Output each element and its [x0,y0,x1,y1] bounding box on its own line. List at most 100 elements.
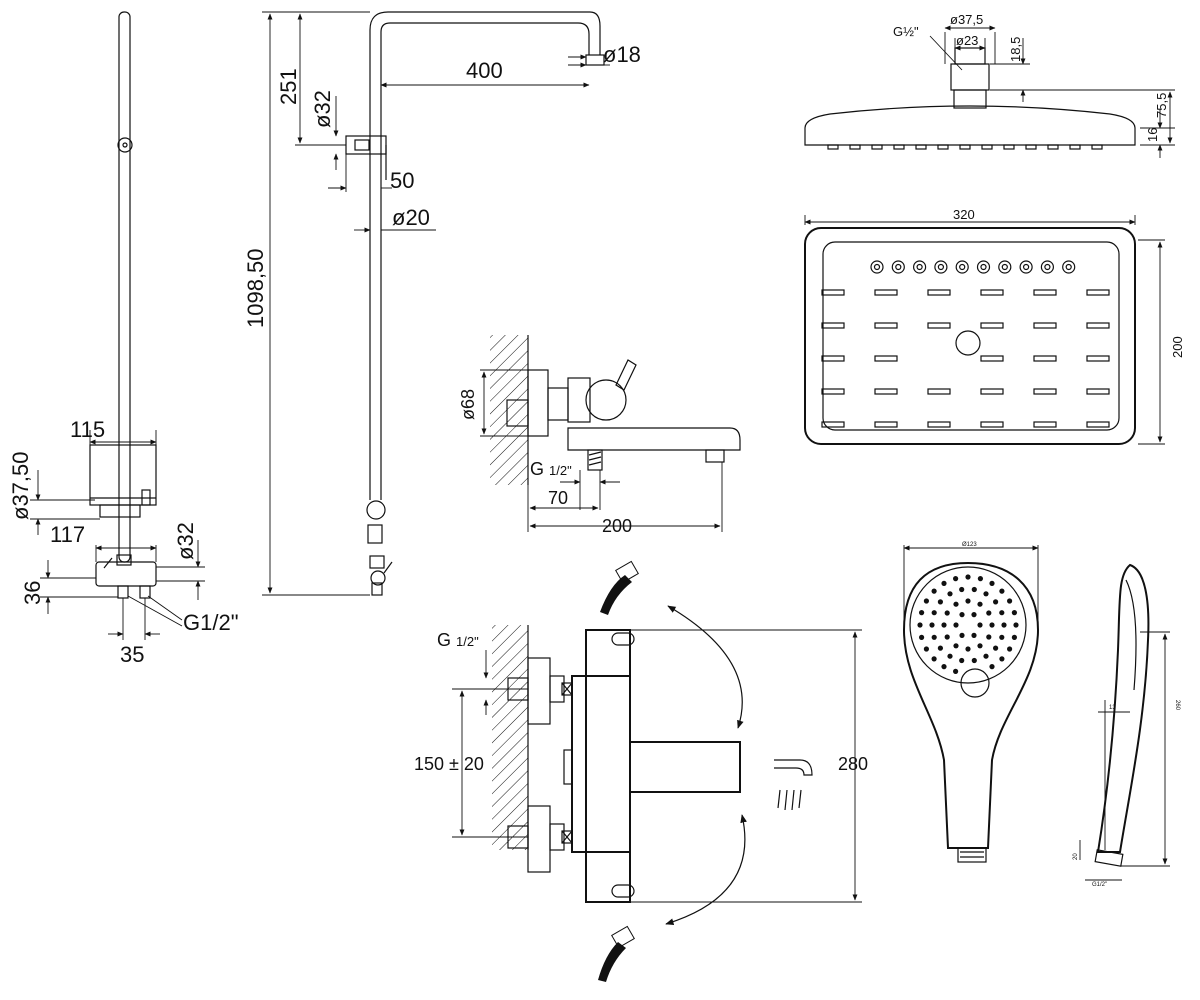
dim-115: 115 [70,417,105,442]
rain-head-nozzle-round [959,263,966,271]
rain-head-nozzle-slot [1086,289,1110,296]
mixer-front-view [452,560,862,982]
column-side-view [30,11,205,640]
rain-head-nozzle-round [1044,263,1051,271]
dim-diameter-20: ø20 [392,205,430,230]
dim-diameter-37-5: ø37,50 [8,452,33,521]
rain-head-nozzle-slot [821,355,845,362]
rain-head-nozzles-side [827,144,1103,150]
rain-head-nozzle-slot [980,388,1004,395]
dim-diameter-18: ø18 [603,42,641,67]
dim-16: 16 [1145,128,1160,142]
rain-head-nozzle-round [1062,260,1076,274]
hand-shower-nozzle [953,576,959,582]
rain-head-nozzle-slot [821,421,845,428]
hand-shower-nozzle [971,632,977,639]
hand-shower-nozzle [965,646,971,652]
rain-head-nozzle-slot [874,289,898,296]
hand-shower-nozzle [993,645,999,651]
hand-shower-nozzle [937,599,944,605]
rain-head-nozzle-slot [874,355,898,362]
dim-251: 251 [276,68,301,105]
rain-head-top-view [804,215,1165,445]
thread-label: G1/2" [183,610,239,635]
hand-shower-nozzle [986,610,992,616]
dim-diameter-68: ø68 [458,389,478,420]
dim-diameter-23: ø23 [956,33,978,48]
hand-shower-nozzle [923,598,930,604]
hand-shower-nozzle [1007,646,1013,652]
rain-head-nozzle-slot [1033,289,1057,296]
dim-150-20: 150 ± 20 [414,754,484,774]
hand-shower-side-view [1079,563,1170,881]
hand-shower-nozzle [989,580,995,587]
hand-shower-nozzle [1013,622,1019,628]
hand-shower-nozzle [971,586,977,593]
hand-shower-nozzles [917,574,1019,675]
rain-head-side-view [804,25,1175,158]
hand-shower-nozzle [953,668,959,675]
hand-shower-nozzle [993,599,999,605]
hand-shower-nozzle [959,657,965,664]
hand-shower-nozzle [1011,634,1018,641]
rain-thread-label: G½" [893,24,919,39]
hand-shower-nozzle [971,612,977,618]
dim-50: 50 [390,168,414,193]
rain-head-nozzle-round [955,260,969,274]
rain-head-nozzle-slot [1086,322,1110,329]
hand-shower-nozzle [953,622,959,628]
hand-shower-nozzle [917,622,923,628]
hand-shower-nozzle [941,664,947,670]
hand-shower-nozzle [944,634,950,640]
hand-shower-nozzle [931,610,937,616]
hand-shower-nozzle [959,586,965,593]
hand-shower-nozzle [929,622,935,628]
rain-head-nozzle-round [873,263,881,271]
dim-1098-50: 1098,50 [243,248,268,328]
rain-head-nozzle-slot [1033,421,1057,428]
rain-head-nozzle-round [1065,263,1072,271]
hand-shower-nozzle [977,643,983,649]
rain-head-nozzle-slot [874,421,898,428]
dim-70: 70 [548,488,568,508]
spout-side-view [480,335,741,532]
rain-head-nozzle-round [1040,260,1055,274]
spout-thread-fraction: 1/2" [549,463,572,478]
dim-260: 260 [1174,700,1180,711]
rain-head-nozzle-slot [821,388,845,395]
hand-shower-nozzle [947,591,953,597]
dim-200-spout: 200 [602,516,632,536]
rain-head-nozzle-slot [821,289,845,296]
dim-75-5: 75,5 [1154,93,1169,118]
mixer-thread-fraction: 1/2" [456,634,479,649]
rain-head-nozzles [821,260,1110,428]
rain-head-nozzle-slot [1086,421,1110,428]
dim-200-rain: 200 [1170,336,1185,358]
dim-diameter-123: Ø123 [962,542,977,548]
rain-head-nozzle-slot [927,289,951,296]
hand-shower-nozzle [965,574,971,580]
rain-head-nozzle-slot [1086,388,1110,395]
rain-head-nozzle-round [916,263,923,271]
hand-shower-front-view [902,545,1040,863]
dim-320: 320 [953,207,975,222]
dim-diameter-32-front: ø32 [310,90,335,128]
hand-shower-nozzle [931,634,937,640]
rain-head-nozzle-round [912,260,927,274]
hand-shower-nozzle [977,576,984,582]
rain-head-nozzle-slot [980,355,1004,362]
hand-shower-nozzle [1011,610,1018,616]
rain-head-nozzle-slot [927,322,951,329]
hand-shower-nozzle [944,610,950,616]
rain-head-nozzle-slot [927,388,951,395]
hand-shower-nozzle [919,610,925,616]
hand-shower-nozzle [999,588,1005,594]
dim-36: 36 [20,581,45,605]
column-front-view [262,11,610,596]
hand-shower-nozzle [999,656,1005,662]
hand-shower-nozzle [977,622,983,628]
rain-head-nozzle-round [976,260,991,274]
rain-head-nozzle-round [937,263,945,271]
rain-head-nozzle-slot [1033,355,1057,362]
